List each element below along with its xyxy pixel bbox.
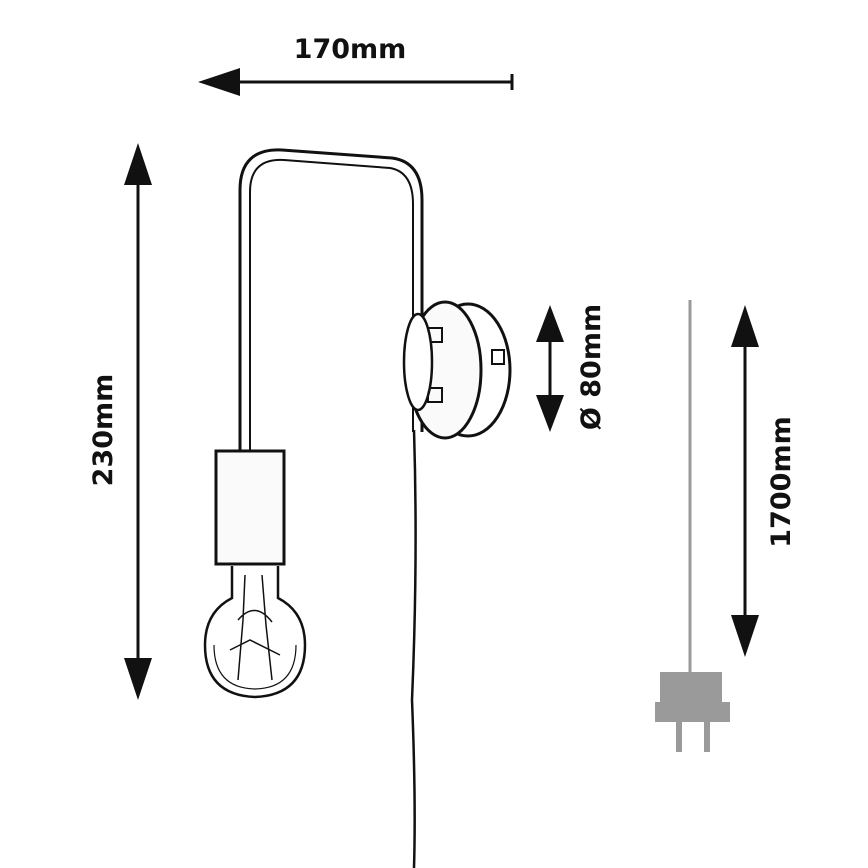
width-dimension: 170mm [198,34,514,96]
diameter-arrowhead-bottom [536,395,564,432]
height-arrowhead-bottom [124,658,152,700]
lamp-arm-outer [238,148,424,452]
bulb-inner-outline [213,644,297,690]
diameter-arrowhead-top [536,305,564,342]
height-arrowhead-top [124,143,152,185]
plug-prong [704,722,710,752]
mount-cable-notch [491,349,505,365]
cable-length-dimension: 1700mm [731,305,797,657]
mount-diameter-dimension: Ø 80mm [536,304,607,432]
height-label: 230mm [88,374,119,487]
mount-bracket [402,312,434,412]
lamp-drawing [203,148,512,868]
width-label: 170mm [294,34,407,65]
power-cord [410,429,417,868]
bulb-filament [229,574,281,681]
cable-length-arrowhead-top [731,305,759,347]
cable-length-label: 1700mm [766,416,797,547]
plug-body [655,672,730,722]
width-arrowhead [198,68,240,96]
cable-length-arrowhead-bottom [731,615,759,657]
lamp-arm-inner [249,158,414,452]
cable-with-plug [655,300,730,752]
lamp-socket [214,449,286,566]
diameter-label: Ø 80mm [576,304,607,430]
light-bulb [203,566,307,699]
plug-prong [676,722,682,752]
height-dimension: 230mm [88,143,152,700]
